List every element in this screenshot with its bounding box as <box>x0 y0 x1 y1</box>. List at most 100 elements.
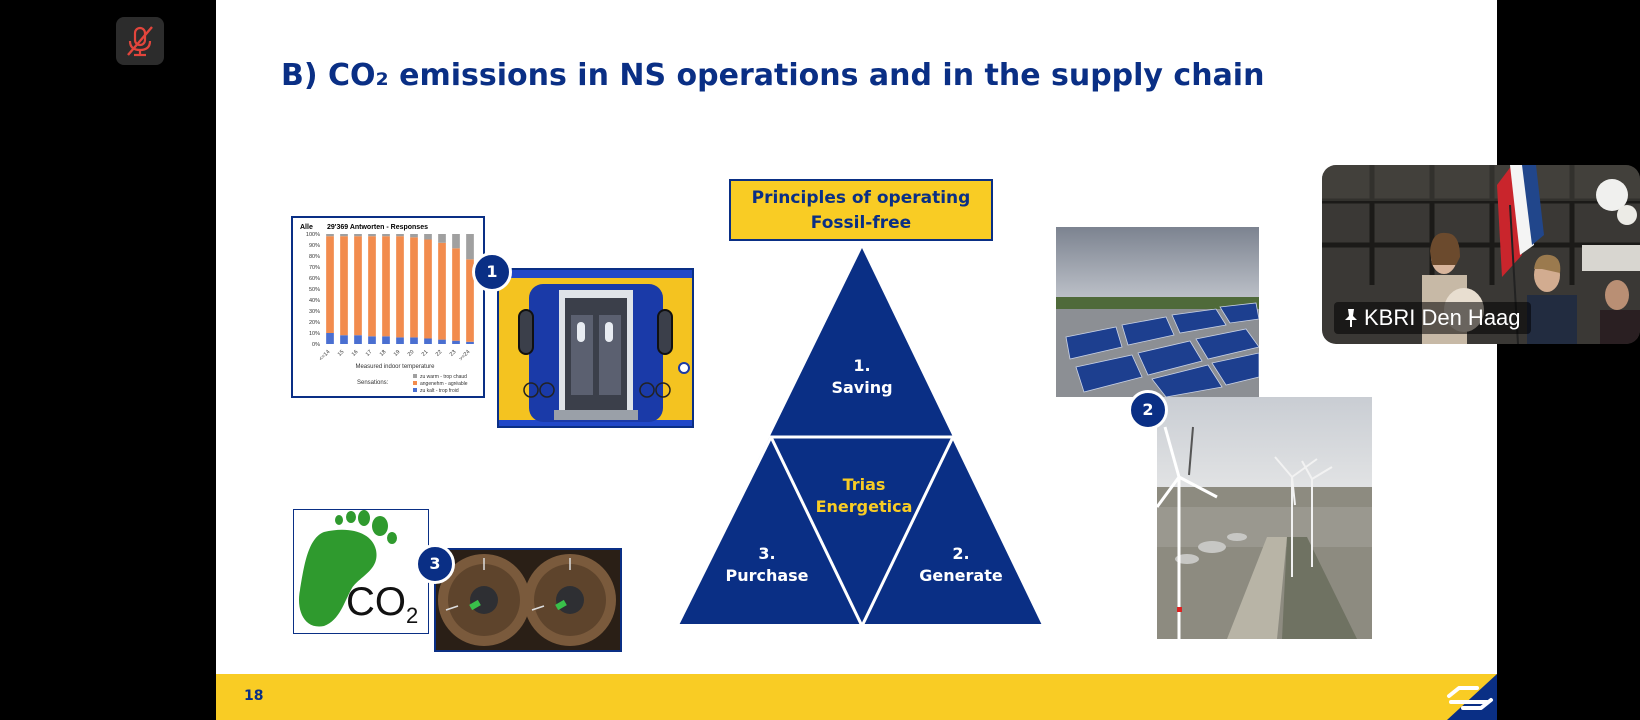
bar-segment <box>396 234 404 237</box>
legend-swatch <box>413 381 417 385</box>
bar-segment <box>340 234 348 237</box>
legend-swatch <box>413 388 417 392</box>
ns-logo <box>1447 674 1497 720</box>
trias-triangle <box>674 248 1054 625</box>
co2-text: CO2 <box>346 580 419 633</box>
triangle-top-label: 1. Saving <box>830 355 894 399</box>
purchase-number: 3. <box>758 544 776 563</box>
participant-video-tile[interactable]: KBRI Den Haag <box>1322 165 1640 344</box>
legend-swatch <box>413 374 417 378</box>
bar-segment <box>452 248 460 341</box>
bar-segment <box>396 337 404 344</box>
trias-line-1: Trias <box>842 475 886 494</box>
legend-label: zu warm - trop chaud <box>420 374 467 380</box>
bar-segment <box>466 234 474 260</box>
y-tick-label: 70% <box>309 265 320 271</box>
bar-segment <box>326 234 334 237</box>
bar-segment <box>466 341 474 344</box>
bar-segment <box>382 336 390 344</box>
bar-segment <box>396 236 404 338</box>
triangle-center-label: Trias Energetica <box>806 474 922 518</box>
bar-segment <box>368 336 376 344</box>
chart-header-left: Alle <box>300 224 313 231</box>
chart-header-right: 29'369 Antworten - Responses <box>327 224 428 231</box>
principles-line-1: Principles of operating <box>751 188 971 208</box>
y-tick-label: 20% <box>309 320 320 326</box>
chart-xlabel: Measured indoor temperature <box>355 364 435 370</box>
y-tick-label: 80% <box>309 254 320 260</box>
y-tick-label: 0% <box>312 342 320 348</box>
slide-footer: 18 <box>216 674 1497 720</box>
bar-segment <box>354 234 362 237</box>
participant-name-label: KBRI Den Haag <box>1334 302 1531 334</box>
footprint-icon <box>299 529 377 627</box>
bar-segment <box>382 234 390 237</box>
bar-segment <box>326 236 334 333</box>
x-tick-label: 19 <box>393 349 402 358</box>
co2-label: CO <box>346 580 406 624</box>
train-wheels-photo <box>434 548 622 652</box>
x-tick-label: <=14 <box>318 349 331 362</box>
x-tick-label: 15 <box>337 349 346 358</box>
page-number: 18 <box>244 688 264 704</box>
y-tick-label: 10% <box>309 331 320 337</box>
bar-segment <box>438 339 446 344</box>
x-tick-label: 17 <box>365 349 374 358</box>
x-tick-label: >=24 <box>458 349 471 362</box>
co2-footprint-graphic: CO2 <box>293 509 429 634</box>
x-tick-label: 16 <box>351 349 360 358</box>
triangle-left-label: 3. Purchase <box>722 543 812 587</box>
bar-segment <box>382 236 390 337</box>
bar-segment <box>326 333 334 344</box>
bar-segment <box>438 242 446 340</box>
triangle-right-label: 2. Generate <box>916 543 1006 587</box>
bar-segment <box>452 340 460 344</box>
mic-muted-icon <box>127 26 153 57</box>
bar-segment <box>438 234 446 243</box>
y-tick-label: 50% <box>309 287 320 293</box>
generate-number: 2. <box>952 544 970 563</box>
x-tick-label: 18 <box>379 349 388 358</box>
x-tick-label: 22 <box>435 349 444 358</box>
train-door-photo <box>497 268 694 428</box>
y-tick-label: 60% <box>309 276 320 282</box>
participant-video <box>1322 165 1640 344</box>
wind-turbines-photo <box>1157 397 1372 639</box>
bar-segment <box>368 234 376 237</box>
stacked-bar-chart: Alle 29'369 Antworten - Responses 0% 10% 2… <box>300 224 474 394</box>
x-tick-label: 21 <box>421 349 430 358</box>
x-tick-label: 23 <box>449 349 458 358</box>
y-tick-label: 40% <box>309 298 320 304</box>
participant-name: KBRI Den Haag <box>1364 305 1521 330</box>
saving-label: Saving <box>831 378 893 397</box>
x-tick-label: 20 <box>407 349 416 358</box>
co2-subscript: 2 <box>406 603 419 628</box>
badge-1: 1 <box>472 252 512 292</box>
bar-segment <box>340 335 348 344</box>
bar-segment <box>424 239 432 339</box>
slide-title: B) CO₂ emissions in NS operations and in… <box>281 58 1265 93</box>
legend-label: angenehm - agréable <box>420 381 468 387</box>
bar-segment <box>340 236 348 336</box>
y-tick-label: 90% <box>309 243 320 249</box>
principles-line-2: Fossil-free <box>810 213 912 233</box>
saving-number: 1. <box>853 356 871 375</box>
bar-segment <box>466 259 474 342</box>
chart-sensations-label: Sensations: <box>357 380 389 386</box>
generate-label: Generate <box>919 566 1003 585</box>
mute-button[interactable] <box>116 17 164 65</box>
badge-3: 3 <box>415 544 455 584</box>
bar-segment <box>410 234 418 238</box>
bar-segment <box>424 338 432 344</box>
trias-line-2: Energetica <box>815 497 913 516</box>
bar-segment <box>410 337 418 344</box>
bar-segment <box>354 335 362 344</box>
presentation-slide: B) CO₂ emissions in NS operations and in… <box>216 0 1497 720</box>
y-tick-label: 30% <box>309 309 320 315</box>
solar-panels-photo <box>1056 227 1259 397</box>
comfort-chart: Alle 29'369 Antworten - Responses 0% 10% 2… <box>291 216 485 398</box>
badge-2: 2 <box>1128 390 1168 430</box>
legend-label: zu kalt - trop froid <box>420 388 459 394</box>
bar-segment <box>424 234 432 240</box>
principles-box: Principles of operating Fossil-free <box>729 179 993 241</box>
